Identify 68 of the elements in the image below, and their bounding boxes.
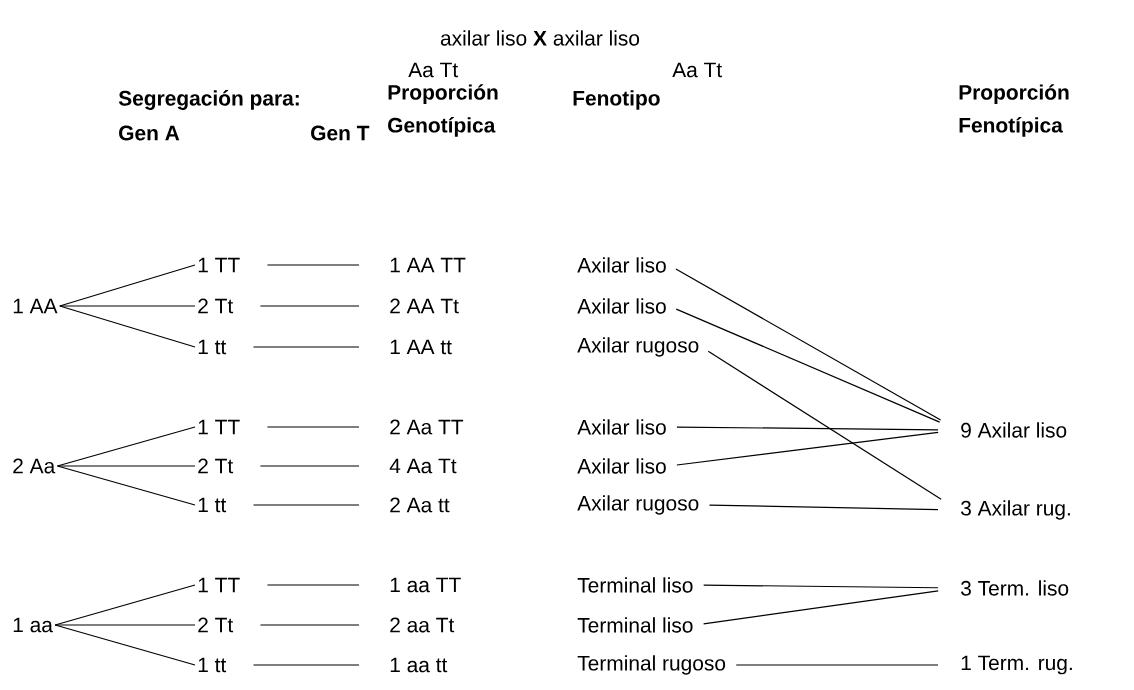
- column-header: Fenotipo: [573, 90, 660, 110]
- phenotype-text: Axilar liso: [577, 419, 666, 435]
- phenotype-text: Terminal rugoso: [577, 655, 726, 675]
- connector-line: [266, 584, 360, 586]
- phenotype-text: Axilar liso: [577, 257, 666, 273]
- genotype-text: 1 TT: [198, 577, 240, 593]
- genotype-text: 1 tt: [198, 657, 227, 673]
- connector-line: [59, 305, 196, 348]
- genotype-text: 2 AA Tt: [390, 298, 459, 314]
- genotype-text: 1 AA TT: [390, 257, 466, 273]
- connector-line: [676, 426, 939, 431]
- cross-title: axilar liso X axilar liso: [440, 30, 640, 46]
- genotype-text: 2 Tt: [198, 617, 234, 633]
- genotype-text: 1 aa TT: [390, 577, 461, 593]
- genotype-text: 4 Aa Tt: [389, 458, 457, 474]
- genotype-text: 2 aa Tt: [390, 617, 455, 633]
- connector-line: [252, 346, 360, 348]
- connector-line: [54, 624, 196, 626]
- connector-line: [676, 431, 939, 466]
- connector-line: [59, 264, 196, 307]
- genotype-text: 1 tt: [198, 497, 227, 513]
- connector-line: [675, 268, 942, 421]
- connector-line: [259, 465, 360, 467]
- genotype-text: Aa Tt: [408, 62, 459, 78]
- connector-line: [56, 465, 196, 467]
- phenotype-text: Axilar liso: [577, 458, 666, 474]
- phenotype-text: Axilar liso: [577, 298, 666, 314]
- genotype-text: 1 tt: [198, 339, 227, 355]
- genotype-text: 1 aa tt: [390, 657, 448, 673]
- genotype-text: 2 Aa tt: [390, 497, 450, 513]
- column-header: Proporción Genotípica: [388, 84, 498, 137]
- connector-line: [703, 584, 939, 589]
- genotype-text: 2 Tt: [198, 458, 234, 474]
- connector-line: [252, 504, 360, 506]
- connector-line: [54, 624, 196, 666]
- genotype-text: 2 Aa: [13, 458, 56, 474]
- connector-line: [266, 426, 360, 428]
- column-header: Segregación para:: [118, 90, 299, 110]
- phenotype-text: Terminal liso: [577, 617, 693, 633]
- genotype-text: 1 AA tt: [390, 339, 452, 355]
- ratio-text: 3 Axilar rug.: [961, 500, 1070, 520]
- ratio-text: 3 Term. liso: [961, 580, 1069, 596]
- connector-line: [703, 590, 939, 625]
- column-header: Gen T: [311, 125, 370, 141]
- connector-line: [266, 264, 360, 266]
- connector-line: [259, 305, 360, 307]
- phenotype-text: Terminal liso: [577, 577, 693, 593]
- connector-line: [707, 350, 942, 500]
- connector-line: [259, 624, 360, 626]
- connector-line: [708, 504, 939, 511]
- phenotype-text: Axilar rugoso: [577, 337, 699, 357]
- genotype-text: 2 Aa TT: [390, 419, 464, 435]
- connector-line: [56, 465, 196, 506]
- ratio-text: 1 Term. rug.: [961, 655, 1072, 675]
- column-header: Gen A: [119, 125, 180, 141]
- phenotype-text: Axilar rugoso: [577, 495, 699, 515]
- genotype-text: 1 aa: [13, 617, 53, 633]
- genotype-text: 2 Tt: [198, 298, 234, 314]
- genotype-text: 1 TT: [198, 257, 240, 273]
- connector-line: [59, 305, 196, 307]
- connector-line: [735, 664, 939, 666]
- genotype-text: 1 TT: [198, 419, 240, 435]
- connector-line: [252, 664, 360, 666]
- connector-line: [675, 308, 941, 423]
- column-header: Proporción Fenotípica: [959, 84, 1069, 137]
- genotype-text: Aa Tt: [672, 62, 723, 78]
- genotype-text: 1 AA: [13, 298, 58, 314]
- ratio-text: 9 Axilar liso: [961, 422, 1067, 438]
